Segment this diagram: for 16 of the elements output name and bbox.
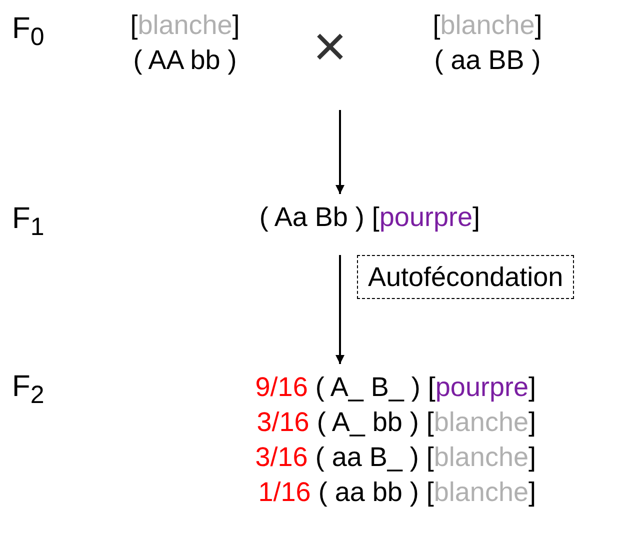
genotype-label: ( AA bb ) [132,44,238,77]
genotype-label: ( Aa Bb ) [pourpre] [258,201,480,234]
phenotype-label: [blanche] [129,9,241,42]
cross-symbol: × [313,22,347,72]
offspring-ratio: 1/16 ( aa bb ) [blanche] [257,476,536,509]
offspring-ratio: 3/16 ( aa B_ ) [blanche] [254,441,536,474]
genotype-label: ( aa BB ) [433,44,542,77]
offspring-ratio: 9/16 ( A_ B_ ) [pourpre] [254,371,536,404]
phenotype-label: [blanche] [432,9,544,42]
edge-label: Autofécondation [357,255,574,299]
generation-label: F$_{1}$ [12,202,44,243]
arrow [336,255,344,364]
generation-label: F$_{2}$ [12,370,44,411]
generation-label: F$_{0}$ [12,12,44,53]
arrow [336,110,344,194]
offspring-ratio: 3/16 ( A_ bb ) [blanche] [256,406,536,439]
